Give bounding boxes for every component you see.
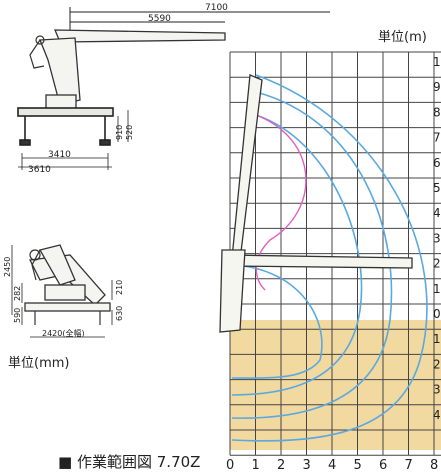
y-tick-label: 8 xyxy=(433,105,441,119)
crane-boom-silhouette xyxy=(219,74,413,333)
max-envelope-curve xyxy=(231,74,428,442)
title-model: 7.70Z xyxy=(156,453,201,471)
x-tick-label: 7 xyxy=(405,458,413,473)
dim-520: 520 xyxy=(125,125,134,140)
crane-top-view-drawing: 7100 5590 910 520 3410 3610 xyxy=(17,3,330,175)
below-ground-area xyxy=(230,320,441,450)
chart-title: ■ 作業範囲図 7.70Z xyxy=(58,451,200,472)
y-tick-label: 4 xyxy=(433,408,441,422)
x-tick-label: 2 xyxy=(277,458,285,473)
dim-590: 590 xyxy=(13,308,22,323)
dim-910: 910 xyxy=(115,125,124,140)
title-label: 作業範囲図 xyxy=(76,453,152,471)
crane-side-view-drawing: 2450 282 590 210 630 2420(全幅) xyxy=(3,244,124,338)
x-tick-label: 3 xyxy=(303,458,311,473)
y-tick-label: 1 xyxy=(433,332,441,346)
unit-m-label: 単位(m) xyxy=(378,30,427,45)
dim-210: 210 xyxy=(115,280,124,295)
y-tick-label: 0 xyxy=(433,307,441,321)
y-tick-label: 2 xyxy=(433,257,441,271)
dim-2450: 2450 xyxy=(3,257,12,277)
x-tick-label: 6 xyxy=(379,458,387,473)
y-tick-label: 4 xyxy=(433,206,441,220)
y-tick-label: 1 xyxy=(433,282,441,296)
x-tick-label: 0 xyxy=(226,458,234,473)
dim-630: 630 xyxy=(115,306,124,321)
inner-envelope-curve xyxy=(231,114,363,396)
dim-7100: 7100 xyxy=(205,3,228,13)
low-envelope-curve xyxy=(231,264,323,379)
y-tick-label: 2 xyxy=(433,357,441,371)
title-bullet: ■ xyxy=(58,453,73,471)
x-tick-label: 8 xyxy=(430,458,438,473)
unit-mm-label: 単位(mm) xyxy=(8,356,70,371)
y-tick-label: 6 xyxy=(433,156,441,170)
dim-3410: 3410 xyxy=(48,150,71,160)
dim-2420: 2420(全幅) xyxy=(42,328,85,338)
mid-envelope-curve xyxy=(231,91,393,419)
dim-5590: 5590 xyxy=(148,14,171,24)
short-boom-curve xyxy=(255,114,307,291)
dim-282: 282 xyxy=(13,286,22,301)
y-tick-label: 5 xyxy=(433,181,441,195)
x-tick-label: 4 xyxy=(328,458,336,473)
y-tick-label: 3 xyxy=(433,231,441,245)
x-tick-label: 5 xyxy=(354,458,362,473)
y-tick-label: 3 xyxy=(433,383,441,397)
y-tick-label: 9 xyxy=(433,80,441,94)
dim-3610: 3610 xyxy=(28,165,51,175)
y-tick-label: 7 xyxy=(433,131,441,145)
x-tick-label: 1 xyxy=(252,458,260,473)
y-tick-label: 1 xyxy=(433,55,441,69)
